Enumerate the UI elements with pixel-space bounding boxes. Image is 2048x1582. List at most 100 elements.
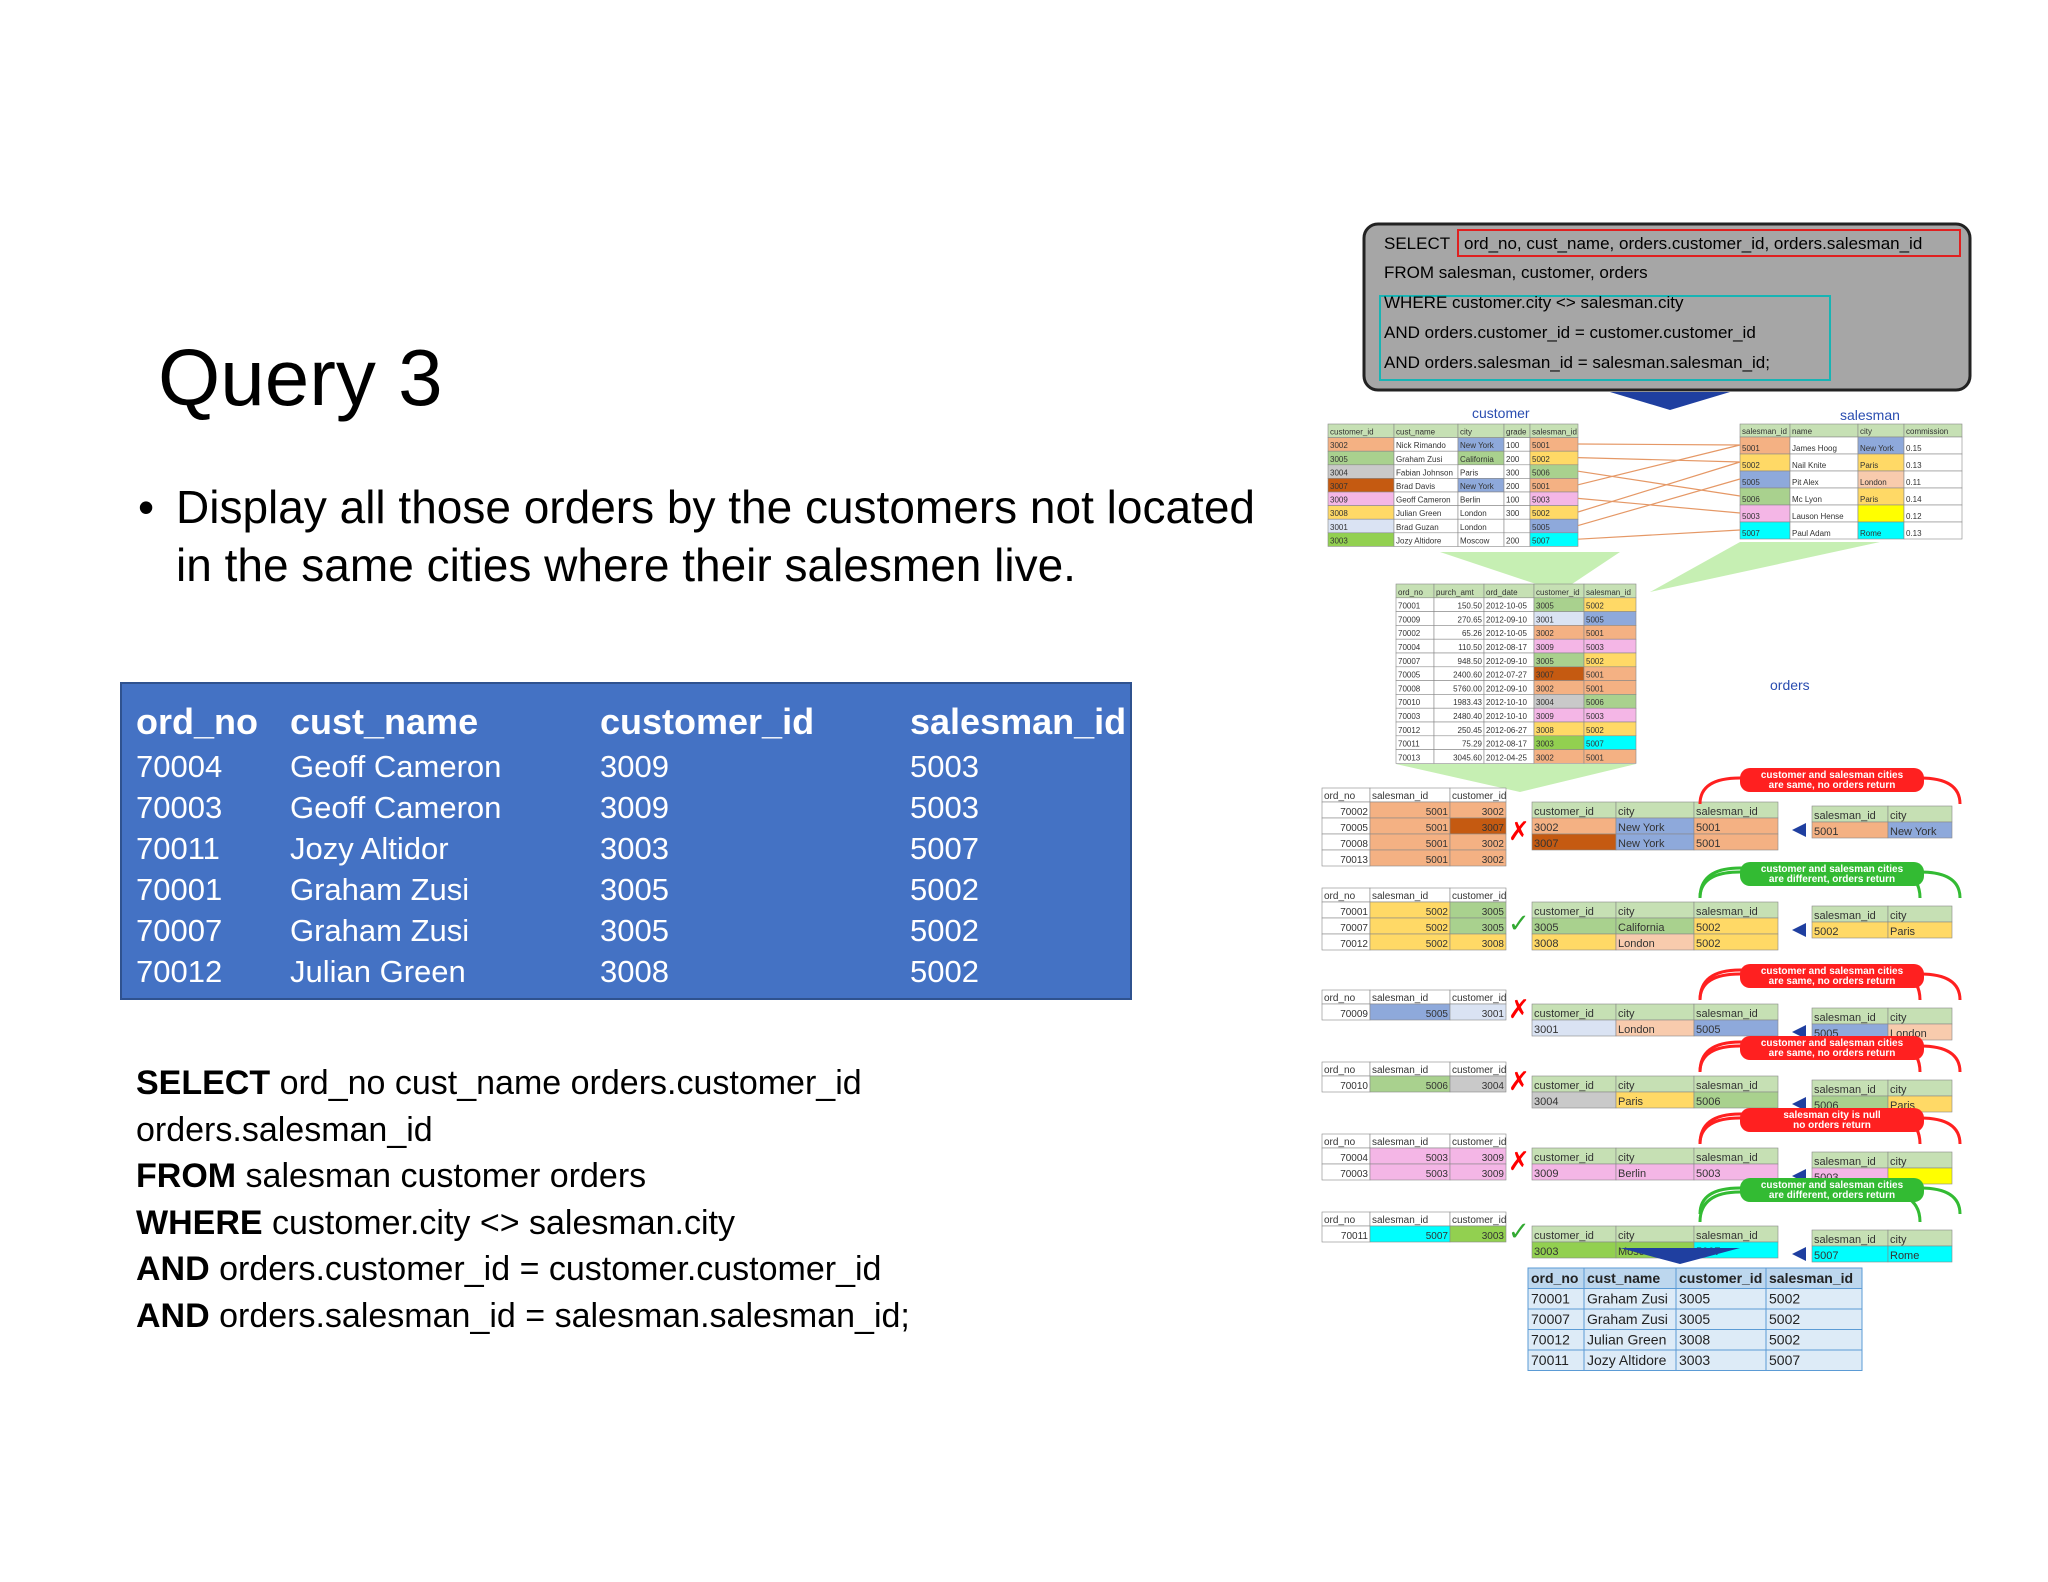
final-cell: 3005 (1679, 1291, 1710, 1307)
group-sales-header: city (1890, 1012, 1907, 1024)
sql-line: WHERE customer.city <> salesman.city (136, 1200, 910, 1247)
group-cust-header: city (1618, 806, 1635, 818)
group-cust-header: salesman_id (1696, 1008, 1758, 1020)
orders-cell: 2012-10-10 (1486, 712, 1527, 721)
orders-cell: 5002 (1586, 657, 1604, 666)
final-cell: 5002 (1769, 1332, 1800, 1348)
group-order-header: ord_no (1324, 1215, 1356, 1226)
group-sales-header: salesman_id (1814, 1234, 1876, 1246)
orders-cell: 3009 (1536, 712, 1554, 721)
table-cell: 5003 (910, 748, 979, 784)
table-cell: 3005 (600, 871, 669, 907)
note-text: salesman city is null (1783, 1110, 1880, 1121)
group-order-cell: 5005 (1426, 1009, 1449, 1020)
table-cell: Geoff Cameron (290, 748, 502, 784)
note-text: customer and salesman cities (1761, 966, 1904, 977)
sql-line: AND orders.salesman_id = salesman.salesm… (136, 1293, 910, 1340)
group-sales-header: city (1890, 910, 1907, 922)
group-cust-cell-bg (1693, 833, 1779, 851)
final-cell: 3003 (1679, 1352, 1710, 1368)
orders-cell: 5001 (1586, 684, 1604, 693)
salesman-label: salesman (1840, 407, 1900, 423)
orders-header-cell: purch_amt (1436, 588, 1475, 597)
group-order-cell: 3002 (1482, 807, 1505, 818)
customer-cell: 3005 (1330, 455, 1348, 464)
orders-cell: 70005 (1398, 671, 1421, 680)
reject-x-icon: ✗ (1508, 1067, 1530, 1097)
table-cell: 3008 (600, 953, 669, 989)
orders-header-cell: customer_id (1536, 588, 1580, 597)
group-sales-cell-bg (1887, 921, 1953, 939)
group-cust-header: city (1618, 1080, 1635, 1092)
group-sales-cell: Rome (1890, 1250, 1919, 1262)
group-sales-header: city (1890, 1234, 1907, 1246)
link-lines (1440, 443, 1880, 592)
customer-cell: 3007 (1330, 482, 1348, 491)
customer-cell-bg (1529, 532, 1579, 547)
bullet-point: • Display all those orders by the custom… (138, 478, 1298, 594)
group-order-cell: 5002 (1426, 907, 1449, 918)
orders-cell: 3005 (1536, 657, 1554, 666)
table-cell: 70004 (136, 748, 223, 784)
group-cust-cell: 5001 (1696, 822, 1720, 834)
customer-cell: Graham Zusi (1396, 455, 1442, 464)
group-order-header: customer_id (1452, 993, 1506, 1004)
group-sales-cell-bg (1887, 821, 1953, 839)
group-order-cell: 5007 (1426, 1231, 1449, 1242)
query-select-cols: ord_no, cust_name, orders.customer_id, o… (1464, 234, 1922, 253)
group-order-header: salesman_id (1372, 891, 1428, 902)
group-order-cell: 70004 (1340, 1153, 1368, 1164)
table-cell: 70007 (136, 912, 223, 948)
group-sales-cell-bg (1887, 1245, 1953, 1263)
salesman-cell: 0.12 (1906, 512, 1922, 521)
customer-cell: Brad Guzan (1396, 523, 1439, 532)
group-sales-header: salesman_id (1814, 1012, 1876, 1024)
note-text: are different, orders return (1769, 874, 1895, 885)
group-order-cell: 70009 (1340, 1009, 1368, 1020)
group-order-cell: 70013 (1340, 855, 1368, 866)
group-cust-header: city (1618, 906, 1635, 918)
group-order-cell: 5001 (1426, 855, 1449, 866)
orders-cell: 3002 (1536, 629, 1554, 638)
group-cust-header: customer_id (1534, 806, 1594, 818)
orders-cell: 70003 (1398, 712, 1421, 721)
orders-cell: 70011 (1398, 740, 1420, 749)
column-header-salesman-id: salesman_id (910, 701, 1127, 742)
salesman-header-cell: commission (1906, 427, 1948, 436)
salesman-cell: 5003 (1742, 512, 1760, 521)
customer-cell: 300 (1506, 468, 1520, 477)
orders-cell: 5001 (1586, 629, 1604, 638)
group-order-cell: 70011 (1341, 1231, 1369, 1242)
customer-cell: Brad Davis (1396, 482, 1435, 491)
link-line (1577, 443, 1741, 446)
group-order-cell: 3005 (1482, 923, 1505, 934)
salesman-cell: Paris (1860, 495, 1878, 504)
table-row: 70011 Jozy Altidor 3003 5007 (136, 828, 1130, 869)
note-text: customer and salesman cities (1761, 1180, 1904, 1191)
bullet-text: Display all those orders by the customer… (176, 481, 1255, 591)
join-diagram: SELECT ord_no, cust_name, orders.custome… (1320, 212, 2040, 1392)
customer-header-cell: salesman_id (1532, 428, 1577, 437)
group-order-cell: 5002 (1426, 939, 1449, 950)
salesman-cell: 0.11 (1906, 478, 1922, 487)
compare-arrow-icon (1792, 1247, 1806, 1261)
group-cust-header: salesman_id (1696, 906, 1758, 918)
orders-cell: 75.29 (1462, 740, 1483, 749)
group-cust-header: city (1618, 1230, 1635, 1242)
orders-cell: 5002 (1586, 726, 1604, 735)
sql-clause: salesman customer orders (236, 1157, 647, 1195)
table-cell: 70001 (136, 871, 223, 907)
table-cell: 3003 (600, 830, 669, 866)
group-order-cell-bg (1449, 1003, 1507, 1021)
orders-cell: 70010 (1398, 698, 1421, 707)
customer-header-cell: cust_name (1396, 428, 1436, 437)
group-order-cell-bg (1449, 849, 1507, 867)
final-header-cell: ord_no (1531, 1270, 1578, 1286)
table-cell: 70011 (136, 830, 220, 866)
salesman-cell: New York (1860, 444, 1895, 453)
orders-cell: 150.50 (1458, 602, 1483, 611)
group-cust-header: customer_id (1534, 906, 1594, 918)
